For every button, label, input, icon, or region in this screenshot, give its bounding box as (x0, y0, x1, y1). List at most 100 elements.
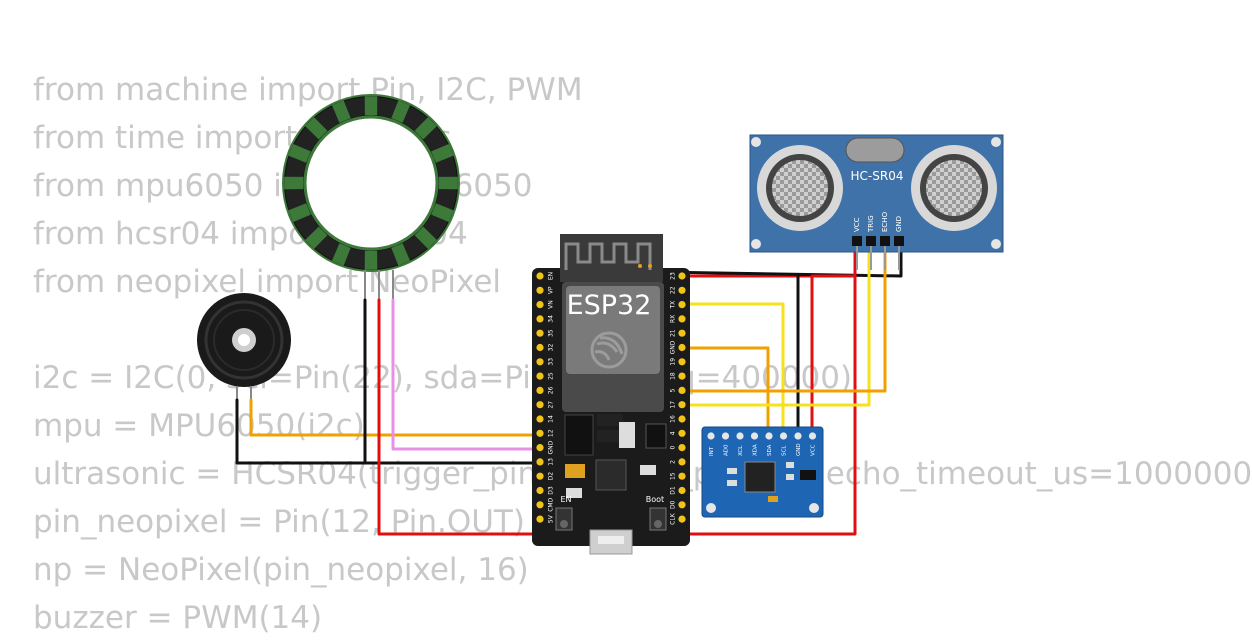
esp32-pin-label: 2 (670, 460, 677, 464)
hcsr04-pin-label: VCC (853, 217, 861, 232)
esp32-pin-label: RX (670, 315, 677, 323)
esp32-pin[interactable] (678, 343, 686, 352)
esp32-pin-label: D2 (548, 472, 555, 481)
led-gap (391, 243, 410, 266)
esp32-pin-label: 34 (548, 315, 555, 323)
mpu6050-pin[interactable] (750, 432, 759, 440)
esp32-pin[interactable] (536, 272, 544, 280)
esp32-pin-label: 25 (548, 372, 555, 380)
led-gap (364, 250, 378, 270)
esp32-pin[interactable] (678, 515, 686, 523)
esp32-pin[interactable] (536, 343, 544, 352)
esp32-pin[interactable] (536, 486, 544, 495)
esp32-pin[interactable] (536, 515, 544, 523)
esp32-pin[interactable] (678, 401, 686, 409)
mpu6050-pin[interactable] (765, 432, 773, 440)
mpu6050-pin[interactable] (779, 432, 788, 440)
wire-hc-trig (678, 248, 871, 407)
hcsr04-pin-label: ECHO (881, 211, 889, 232)
en-button[interactable] (555, 507, 573, 531)
esp32-pin[interactable] (536, 458, 544, 466)
hcsr04-pin[interactable] (852, 236, 862, 246)
esp32-pin[interactable] (536, 315, 544, 323)
wire-mpu-scl (678, 302, 785, 434)
metal-shield (566, 286, 660, 374)
code-line: mpu = MPU6050(i2c) (33, 408, 365, 444)
led-gap (431, 144, 454, 163)
wire-hc-echo (678, 248, 887, 393)
esp32-pin-label: 33 (548, 358, 555, 366)
mpu6050-pin[interactable] (736, 432, 744, 440)
esp32-pin-label: VN (548, 300, 555, 309)
mpu6050-pin[interactable] (707, 432, 715, 440)
mpu-chip (744, 461, 776, 493)
esp32-pin[interactable] (678, 415, 686, 423)
esp32-pin[interactable] (536, 415, 544, 423)
led-gap (284, 176, 304, 190)
led-segments (284, 96, 458, 270)
esp32-pin[interactable] (678, 472, 686, 480)
esp32-pin[interactable] (678, 486, 686, 495)
led-gap (332, 100, 351, 123)
antenna (560, 234, 663, 282)
neopixel-ring[interactable] (282, 94, 460, 300)
mpu6050-pin-label: XDA (753, 444, 759, 456)
esp32-pin[interactable] (678, 386, 686, 394)
led-gap (431, 203, 454, 222)
transducer-left (757, 145, 843, 231)
mpu6050-pin[interactable] (794, 432, 802, 440)
esp32-pin-label: 13 (548, 458, 555, 466)
wire-hc-vcc (810, 248, 857, 278)
esp32-pin[interactable] (536, 444, 544, 452)
en-button-label: EN (560, 495, 571, 504)
led-gap (414, 117, 437, 140)
hcsr04-pin[interactable] (894, 236, 904, 246)
esp32-pin[interactable] (536, 429, 544, 437)
esp32-pin[interactable] (678, 458, 686, 466)
esp32-pin-label: 5V (548, 514, 555, 523)
led-gap (288, 144, 311, 163)
esp32-label: ESP32 (567, 290, 652, 321)
esp32-pin[interactable] (536, 401, 544, 409)
esp32-pin[interactable] (536, 472, 544, 480)
boot-button[interactable] (649, 507, 667, 531)
esp32-pin[interactable] (678, 501, 686, 509)
esp32-pin[interactable] (678, 286, 686, 294)
esp32-pin[interactable] (536, 358, 544, 366)
esp32-pin-label: 5 (670, 388, 677, 392)
hcsr04-pin[interactable] (866, 236, 876, 246)
esp32-pin[interactable] (678, 301, 686, 309)
mpu6050-pin[interactable] (721, 432, 730, 440)
usb-chip (595, 459, 627, 491)
hcsr04-pin[interactable] (880, 236, 890, 246)
esp32-pin-label: 32 (548, 344, 555, 352)
esp32-pin[interactable] (536, 501, 544, 509)
mpu6050-pin[interactable] (808, 432, 817, 440)
esp32-pin[interactable] (678, 315, 686, 323)
esp32-pin[interactable] (678, 329, 686, 337)
esp32-pin[interactable] (536, 329, 544, 337)
code-line: from machine import Pin, I2C, PWM (33, 72, 583, 108)
buzzer[interactable] (197, 293, 291, 400)
esp32-pin[interactable] (536, 286, 544, 294)
esp32-board[interactable]: ESP32 EN Boot ENVPVN343532332526271412GN… (532, 234, 690, 555)
esp32-pin[interactable] (536, 386, 544, 394)
esp32-pin-label: CLK (670, 512, 677, 525)
mpu6050-pin-label: VCC (811, 444, 817, 456)
esp32-pin-label: 14 (548, 415, 555, 423)
esp32-pin[interactable] (678, 358, 686, 366)
code-line: from neopixel import NeoPixel (33, 264, 502, 300)
esp32-pin[interactable] (678, 444, 686, 452)
esp32-pin[interactable] (678, 429, 686, 437)
esp32-pin-label: EN (548, 272, 555, 280)
esp32-pin[interactable] (536, 372, 544, 380)
antenna-trace (564, 242, 652, 270)
esp32-pin[interactable] (678, 372, 686, 380)
esp32-pin[interactable] (678, 272, 686, 280)
esp32-pin[interactable] (536, 301, 544, 309)
led-gap (288, 203, 311, 222)
mpu6050-pin-label: INT (709, 446, 715, 456)
